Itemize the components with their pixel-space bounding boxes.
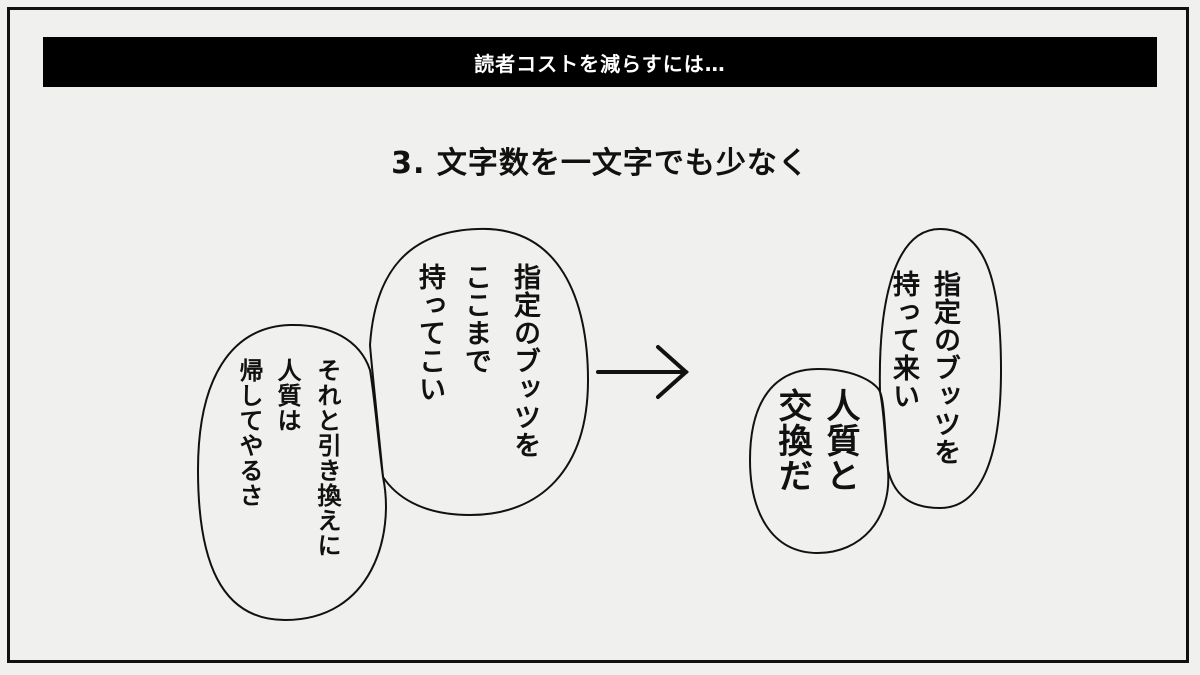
before-main-line-1: 指定のブッツを — [509, 263, 540, 459]
slide-heading: 3. 文字数を一文字でも少なく — [391, 146, 809, 181]
after-sub-bubble — [748, 367, 890, 555]
header-title: 読者コストを減らすには… — [474, 51, 726, 76]
after-sub-line-1: 人質と — [820, 388, 860, 493]
before-main-line-3: 持ってこい — [414, 263, 445, 403]
before-main-bubble — [368, 227, 590, 517]
after-sub-line-2: 交換だ — [772, 388, 812, 493]
before-sub-line-2: 人質は — [273, 358, 301, 433]
before-sub-line-3: 帰してやるさ — [235, 358, 263, 508]
slide-frame — [7, 7, 1189, 663]
before-sub-bubble — [196, 323, 387, 622]
before-main-line-2: ここまで — [460, 263, 491, 375]
after-main-line-1: 指定のブッツを — [929, 270, 960, 466]
arrow-right-icon — [596, 345, 690, 399]
before-sub-line-1: それと引き換えに — [313, 358, 341, 558]
header-bar: 読者コストを減らすには… — [43, 37, 1157, 87]
after-main-line-2: 持って来い — [888, 270, 919, 410]
after-main-bubble — [878, 227, 1003, 510]
